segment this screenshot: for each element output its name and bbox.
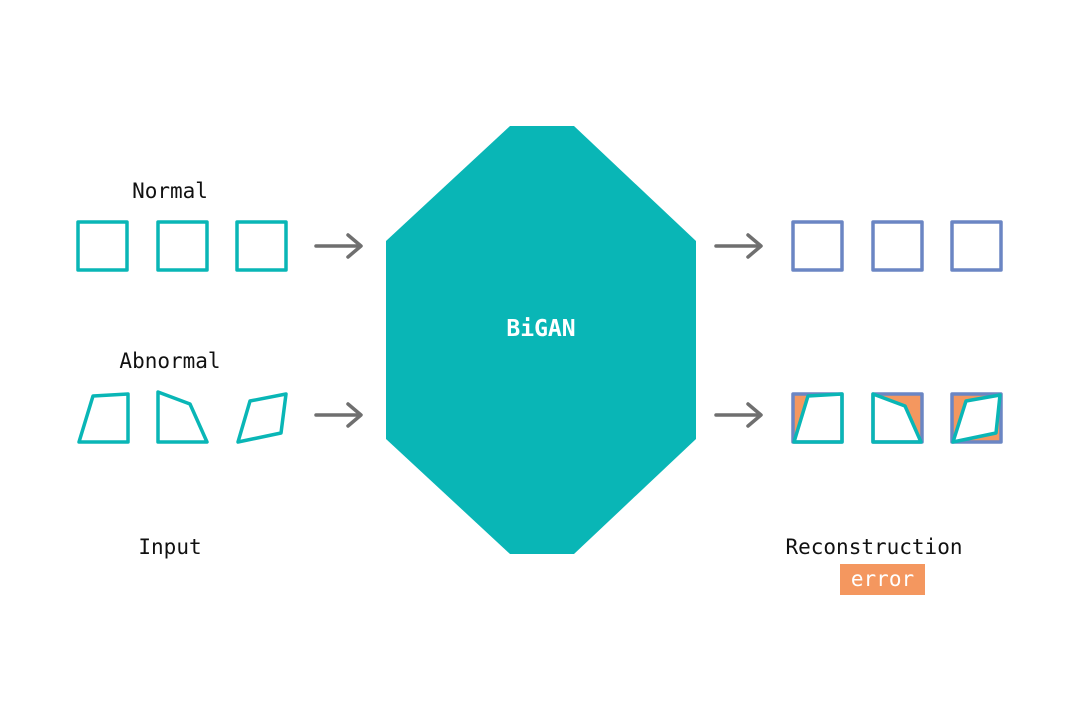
arrow-output-normal	[714, 233, 763, 259]
arrows	[314, 233, 763, 428]
arrow-input-abnormal	[314, 402, 363, 428]
normal-reconstruction-square	[791, 220, 844, 272]
abnormal-input-samples	[77, 390, 288, 444]
arrow-input-normal	[314, 233, 363, 259]
abnormal-input-quad	[77, 392, 130, 444]
normal-reconstruction-square	[950, 220, 1003, 272]
abnormal-reconstruction-2	[871, 392, 924, 444]
normal-input-square	[76, 220, 129, 272]
abnormal-input-quad	[236, 392, 288, 444]
input-label: Input	[138, 535, 202, 559]
model-name: BiGAN	[506, 316, 576, 342]
reconstructed-quad-outline	[951, 393, 1002, 444]
reconstructed-quad	[873, 394, 921, 442]
reconstruction-label: Reconstruction	[785, 535, 963, 559]
error-badge: error	[840, 564, 925, 595]
normal-input-samples	[76, 220, 288, 272]
reconstructed-quad-outline	[871, 392, 923, 444]
abnormal-reconstruction-samples	[791, 392, 1003, 444]
abnormal-label: Abnormal	[119, 349, 221, 373]
normal-input-square	[156, 220, 209, 272]
reconstructed-quad-outline	[792, 392, 844, 444]
reconstruction-frame	[950, 392, 1003, 444]
bigan-model-octagon	[386, 126, 696, 554]
normal-input-square	[235, 220, 288, 272]
normal-reconstruction-square	[871, 220, 924, 272]
abnormal-reconstruction-1	[791, 392, 844, 444]
abnormal-input-quad	[156, 390, 209, 444]
abnormal-reconstruction-3	[950, 392, 1003, 444]
normal-reconstruction-samples	[791, 220, 1003, 272]
arrow-output-abnormal	[714, 402, 763, 428]
normal-label: Normal	[132, 179, 208, 203]
